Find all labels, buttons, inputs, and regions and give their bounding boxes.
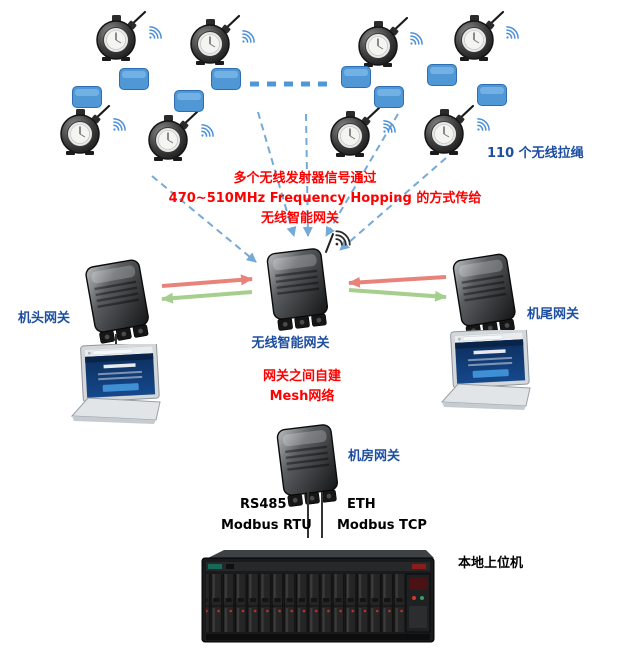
wifi-icon xyxy=(112,118,126,131)
label-gateway-room: 机房网关 xyxy=(348,449,401,464)
pull-cord-transmitter xyxy=(95,10,147,62)
mesh-arrows xyxy=(161,274,447,304)
mesh-arrow-green xyxy=(161,290,253,304)
gateway-center-device xyxy=(265,247,331,332)
label-signal-path-line2: 470~510MHz Frequency Hopping 的方式传给 xyxy=(168,191,482,206)
rf-arrow xyxy=(151,175,257,263)
wireless-tag xyxy=(119,68,149,90)
wifi-icon xyxy=(200,124,214,137)
wifi-icon xyxy=(382,120,396,133)
mesh-arrow-red xyxy=(161,274,253,288)
pull-cord-transmitter xyxy=(329,106,381,158)
wifi-icon xyxy=(476,118,490,131)
label-modbus-rtu: Modbus RTU xyxy=(221,518,312,533)
label-mesh-line2: Mesh网络 xyxy=(269,389,335,404)
label-signal-path-line3: 无线智能网关 xyxy=(260,211,339,226)
wireless-tag xyxy=(374,86,404,108)
wifi-icon xyxy=(409,32,423,45)
pull-cord-transmitter xyxy=(147,110,199,162)
wireless-tag xyxy=(211,68,241,90)
label-gateway-tail: 机尾网关 xyxy=(527,307,580,322)
rf-arrow xyxy=(302,113,313,237)
operator-laptop-right xyxy=(441,330,531,411)
label-eth: ETH xyxy=(347,497,376,512)
label-rs485: RS485 xyxy=(240,497,287,512)
mesh-arrow-red xyxy=(348,275,447,288)
pull-cord-transmitter xyxy=(59,104,111,156)
label-signal-path-line1: 多个无线发射器信号通过 xyxy=(233,171,377,186)
wifi-icon xyxy=(505,26,519,39)
wireless-tag xyxy=(174,90,204,112)
label-mesh-line1: 网关之间自建 xyxy=(262,369,341,384)
label-gateway-center: 无线智能网关 xyxy=(251,336,330,351)
label-pull-cords-count: 110 个无线拉绳 xyxy=(487,146,584,161)
wifi-icon xyxy=(241,30,255,43)
mesh-arrow-green xyxy=(348,288,447,302)
label-host-computer: 本地上位机 xyxy=(458,556,524,571)
gateway-tail-device xyxy=(451,252,519,339)
wifi-icon xyxy=(148,26,162,39)
pull-cord-transmitter xyxy=(453,10,505,62)
label-gateway-head: 机头网关 xyxy=(18,311,71,326)
pull-cord-transmitter xyxy=(189,14,241,66)
gateway-head-device xyxy=(84,258,153,345)
pull-cord-transmitter xyxy=(357,16,409,68)
wireless-tag xyxy=(477,84,507,106)
wireless-tag xyxy=(72,86,102,108)
label-modbus-tcp: Modbus TCP xyxy=(337,518,427,533)
wireless-tag xyxy=(341,66,371,88)
pull-cord-transmitter xyxy=(423,104,475,156)
antenna-icon xyxy=(325,233,334,253)
rf-arrow xyxy=(257,111,297,237)
operator-laptop-left xyxy=(71,344,161,425)
rf-signal-dashed-arrows xyxy=(151,111,447,263)
wifi-icon xyxy=(334,230,351,246)
wireless-tag xyxy=(427,64,457,86)
host-server-rack xyxy=(201,549,435,643)
